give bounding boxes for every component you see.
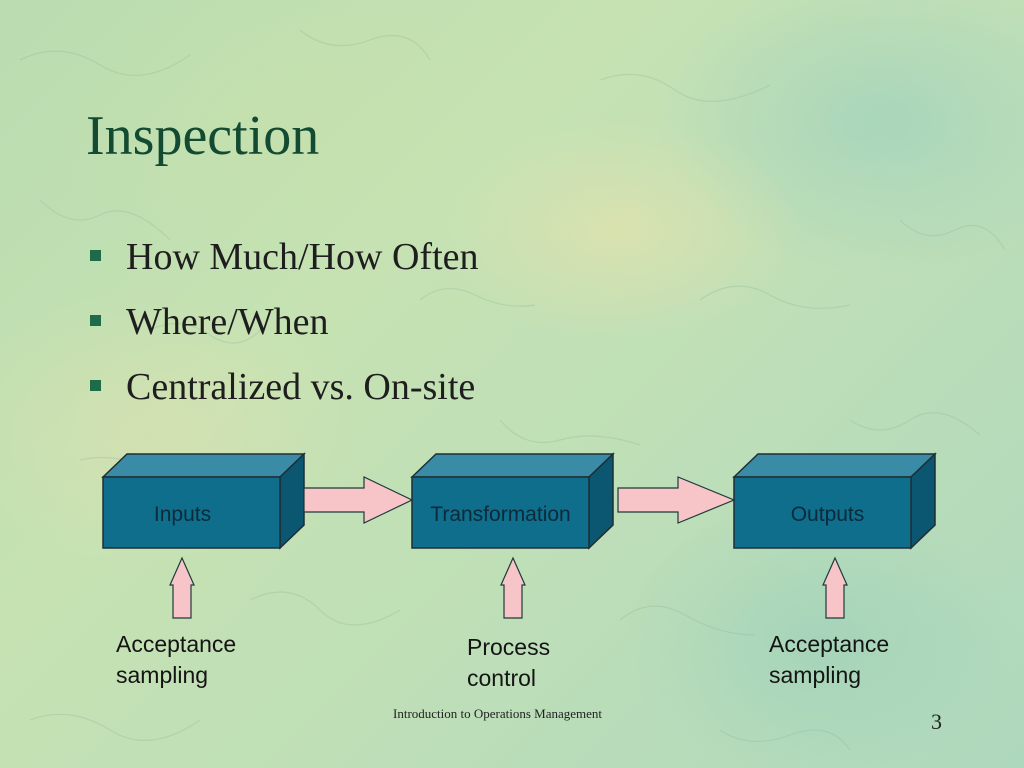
inspection-note-outputs: Acceptance sampling: [769, 631, 890, 688]
transformation-box-top: [410, 453, 615, 478]
flow-arrow-transformation-to-outputs: [617, 476, 736, 524]
inspection-arrow-outputs: [822, 556, 848, 619]
bullet-text: Centralized vs. On-site: [126, 366, 476, 408]
flow-arrow-inputs-to-transformation: [303, 476, 414, 524]
square-bullet-icon: [90, 250, 101, 261]
inspection-note-inputs: Acceptance sampling: [116, 631, 237, 688]
transformation-box: [410, 452, 615, 550]
footer-text: Introduction to Operations Management: [393, 706, 603, 721]
inspection-note-transformation: Process control: [467, 634, 551, 691]
outputs-box-top: [732, 453, 937, 478]
stage-label-outputs: Outputs: [790, 503, 865, 526]
stage-label-inputs: Inputs: [153, 503, 212, 526]
square-bullet-icon: [90, 380, 101, 391]
bullet-item: Centralized vs. On-site: [88, 362, 479, 427]
bullet-item: Where/When: [88, 297, 479, 362]
page-number: 3: [931, 709, 942, 734]
inputs-box-top: [101, 453, 306, 478]
inspection-arrow-transformation: [500, 556, 526, 619]
bullet-list: How Much/How Often Where/When Centralize…: [88, 232, 479, 427]
slide-title: Inspection: [86, 105, 320, 167]
inspection-arrow-inputs: [169, 556, 195, 619]
bullet-text: Where/When: [126, 301, 329, 343]
square-bullet-icon: [90, 315, 101, 326]
outputs-box: [732, 452, 937, 550]
stage-label-transformation: Transformation: [430, 503, 571, 526]
outputs-box-front: [733, 476, 912, 549]
bullet-text: How Much/How Often: [126, 236, 479, 278]
transformation-box-front: [411, 476, 590, 549]
inputs-box: [101, 452, 306, 550]
inputs-box-front: [102, 476, 281, 549]
bullet-item: How Much/How Often: [88, 232, 479, 297]
